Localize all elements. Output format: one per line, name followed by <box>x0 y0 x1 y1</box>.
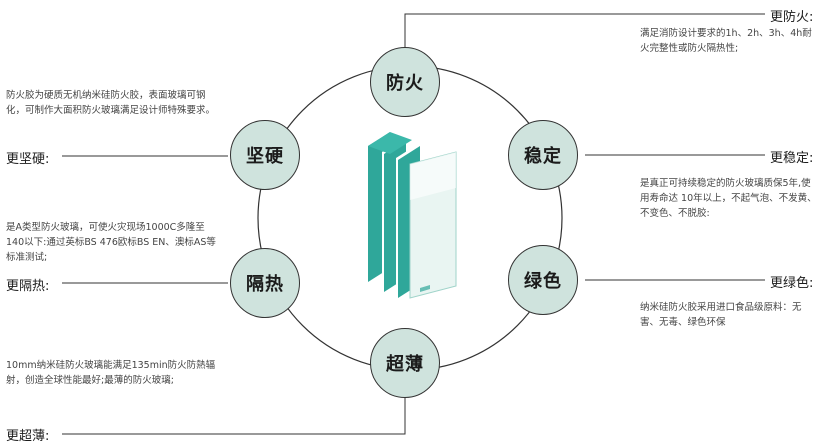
node-insulation: 隔热 <box>230 248 300 318</box>
node-fire: 防火 <box>370 47 440 117</box>
feature-stable-title: 更稳定: <box>770 151 814 166</box>
node-stable: 稳定 <box>508 120 578 190</box>
feature-hard-title: 更坚硬: <box>6 152 50 167</box>
feature-green-title: 更绿色: <box>770 276 814 291</box>
connector-fire <box>404 13 765 47</box>
connector-thin <box>62 398 406 435</box>
feature-fire-title: 更防火: <box>770 10 814 25</box>
feature-thin-title: 更超薄: <box>6 429 50 444</box>
feature-green-desc: 纳米硅防火胶采用进口食品级原料：无害、无毒、绿色环保 <box>640 302 802 328</box>
node-green: 绿色 <box>508 245 578 315</box>
feature-insulation-desc: 是A类型防火玻璃，可使火灾现场1000C多隆至140以下:通过英标BS 476欧… <box>6 222 216 263</box>
feature-fire-desc: 满足消防设计要求的1h、2h、3h、4h耐火完整性或防火隔热性; <box>640 28 812 54</box>
feature-insulation-title: 更隔热: <box>6 279 50 294</box>
fire-glass-illustration <box>368 132 457 299</box>
node-thin: 超薄 <box>370 328 440 398</box>
feature-hard-desc: 防火胶为硬质无机纳米硅防火胶，表面玻璃可钢化，可制作大面积防火玻璃满足设计师特殊… <box>6 90 216 116</box>
node-hard: 坚硬 <box>230 120 300 190</box>
feature-thin-desc: 10mm纳米硅防火玻璃能满足135min防火防熱辐射，创造全球性能最好;最薄的防… <box>6 360 216 386</box>
feature-stable-desc: 是真正可持续稳定的防火玻璃质保5年,使用寿命达 10年以上，不起气泡、不发黄、不… <box>640 178 817 219</box>
